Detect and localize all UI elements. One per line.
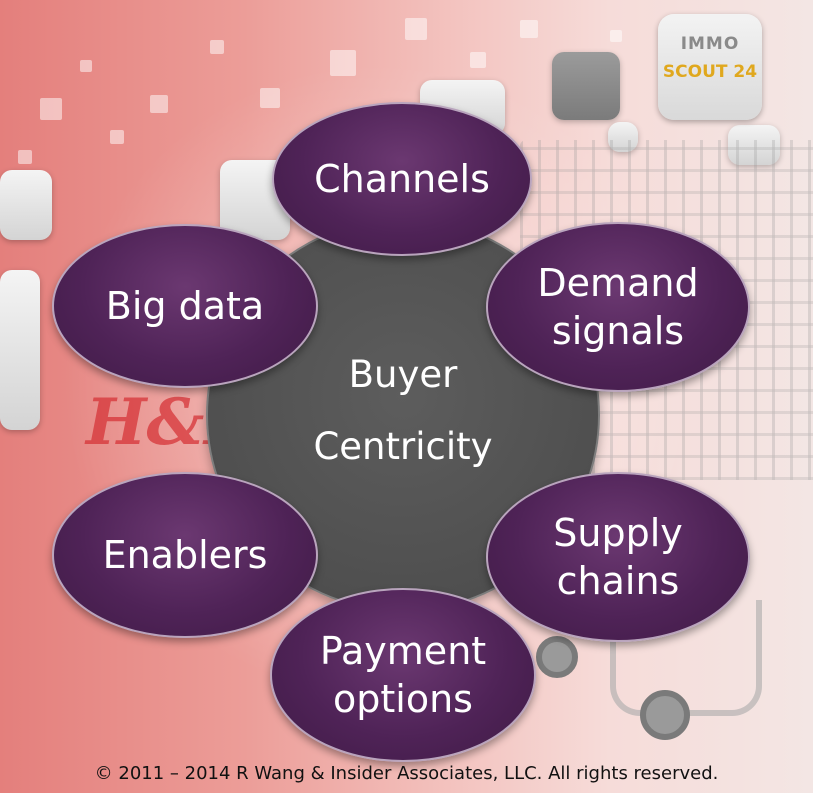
- bg-square: [405, 18, 427, 40]
- node-demand-signals: Demand signals: [486, 222, 750, 392]
- app-icon-tile: [0, 170, 52, 240]
- node-enablers: Enablers: [52, 472, 318, 638]
- bg-square: [210, 40, 224, 54]
- node-payment-options-label: Payment options: [319, 629, 487, 721]
- app-icon-tile: [608, 122, 638, 152]
- node-supply-chains-label: Supply chains: [553, 511, 683, 603]
- copyright-notice: © 2011 – 2014 R Wang & Insider Associate…: [94, 763, 719, 784]
- immoscout-logo-bottom: SCOUT 24: [662, 62, 758, 82]
- cart-wheel: [536, 636, 578, 678]
- app-icon-tile: [552, 52, 620, 120]
- node-enablers-label: Enablers: [102, 533, 268, 577]
- app-icon-tile: [728, 125, 780, 165]
- bg-square: [260, 88, 280, 108]
- hub-label: Buyer Centricity: [313, 353, 493, 468]
- node-payment-options: Payment options: [270, 588, 536, 762]
- bg-square: [40, 98, 62, 120]
- node-demand-signals-label: Demand signals: [537, 261, 699, 353]
- bg-square: [80, 60, 92, 72]
- node-supply-chains: Supply chains: [486, 472, 750, 642]
- node-big-data: Big data: [52, 224, 318, 388]
- node-big-data-label: Big data: [105, 284, 265, 328]
- cart-wheel: [640, 690, 690, 740]
- bg-square: [520, 20, 538, 38]
- bg-square: [470, 52, 486, 68]
- bg-square: [18, 150, 32, 164]
- node-channels: Channels: [272, 102, 532, 256]
- node-channels-label: Channels: [314, 157, 490, 201]
- app-icon-tile: [0, 270, 40, 430]
- bg-square: [110, 130, 124, 144]
- immoscout-logo: IMMO SCOUT 24: [658, 14, 762, 120]
- bg-square: [330, 50, 356, 76]
- bg-square: [150, 95, 168, 113]
- immoscout-logo-top: IMMO: [680, 34, 740, 54]
- bg-square: [610, 30, 622, 42]
